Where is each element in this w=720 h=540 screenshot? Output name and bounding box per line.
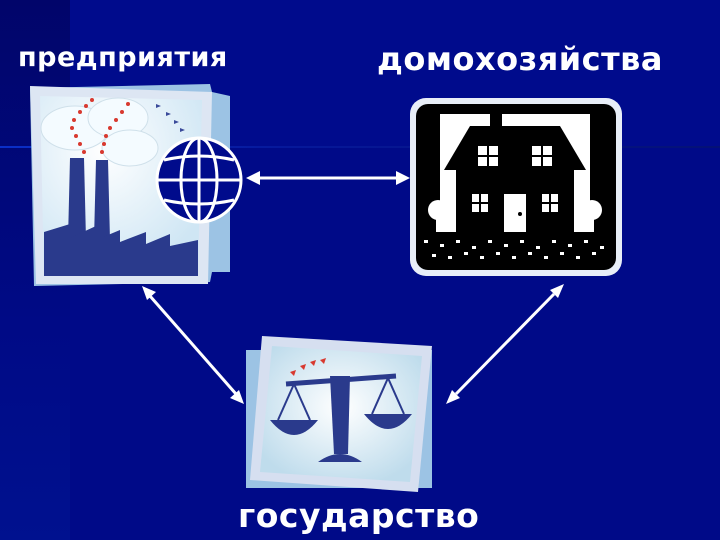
house-icon [424, 112, 604, 259]
factory-icon [40, 97, 198, 276]
government-label: государство [238, 496, 480, 535]
scales-picture [246, 336, 432, 492]
factory-picture [30, 84, 230, 286]
arrow-enterprises-households [246, 171, 410, 185]
scales-icon [270, 358, 412, 462]
background-divider-line [0, 146, 720, 148]
arrow-households-government [446, 284, 564, 404]
households-label: домохозяйства [377, 40, 664, 78]
arrow-enterprises-government [142, 286, 244, 404]
arrows [142, 171, 564, 404]
house-picture [410, 98, 622, 276]
globe-icon [155, 136, 243, 224]
enterprises-label: предприятия [18, 42, 228, 73]
